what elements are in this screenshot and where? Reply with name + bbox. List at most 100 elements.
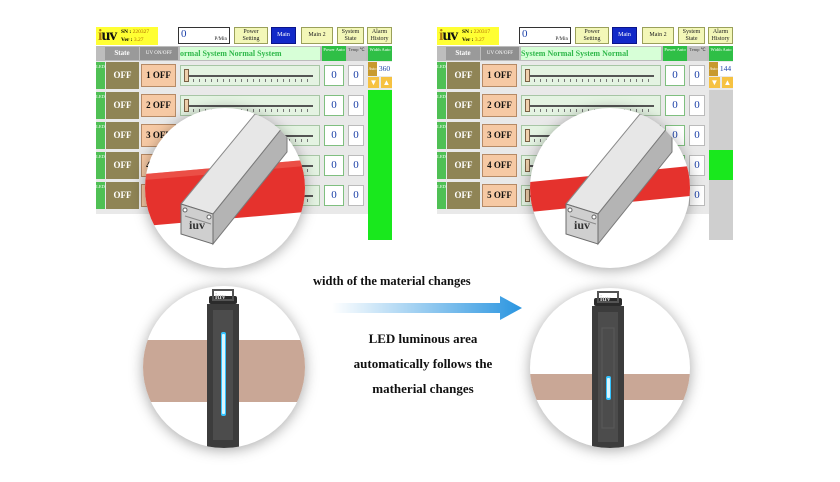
alarm-history-button[interactable]: Alarm History [708, 27, 733, 44]
power-slider[interactable] [521, 65, 661, 86]
slider-handle[interactable] [525, 189, 530, 202]
temp-value: 0 [348, 95, 364, 116]
uv-onoff-header: UV ON/OFF [481, 47, 519, 60]
width-arrows: ▼ ▲ [368, 77, 392, 88]
main2-button[interactable]: Main 2 [301, 27, 333, 44]
uv-toggle-button[interactable]: 3 OFF [482, 124, 517, 147]
ver-label: Ver : [462, 37, 474, 43]
width-up-arrow-icon[interactable]: ▲ [722, 77, 733, 88]
logo-box: iuv SN : 220317 Ver : 3.27 [437, 27, 499, 45]
power-setting-button[interactable]: Power Setting [234, 27, 268, 44]
power-setting-button[interactable]: Power Setting [575, 27, 609, 44]
temp-value: 0 [348, 125, 364, 146]
system-state-button[interactable]: System State [337, 27, 364, 44]
sn-label: SN : [121, 29, 132, 35]
uv-toggle-button[interactable]: 4 OFF [482, 154, 517, 177]
width-segment [709, 210, 733, 240]
width-down-arrow-icon[interactable]: ▼ [709, 77, 720, 88]
width-up-arrow-icon[interactable]: ▲ [381, 77, 392, 88]
caption-led-line2: automatically follows the [353, 356, 493, 371]
power-value: 0 [324, 185, 344, 206]
main-button[interactable]: Main [612, 27, 637, 44]
temp-value: 0 [689, 155, 705, 176]
power-value: 0 [324, 65, 344, 86]
led-side-label: LED [96, 62, 105, 89]
width-segment [709, 150, 733, 180]
slider-handle[interactable] [184, 69, 189, 82]
led-side-label: LED [437, 152, 446, 179]
power-value: 0 [324, 95, 344, 116]
width-down-arrow-icon[interactable]: ▼ [368, 77, 379, 88]
state-cell: OFF [106, 122, 139, 149]
width-segment [368, 150, 392, 180]
uv-toggle-button[interactable]: 1 OFF [482, 64, 517, 87]
state-cell: OFF [106, 92, 139, 119]
power-value: 0 [324, 155, 344, 176]
width-segment [368, 210, 392, 240]
main2-button[interactable]: Main 2 [642, 27, 674, 44]
slider-handle[interactable] [525, 69, 530, 82]
led-wide-illustration: iuv [143, 289, 305, 448]
alarm-history-button[interactable]: Alarm History [367, 27, 392, 44]
hmi-panel-left: iuv SN : 220327 Ver : 3.27 0 P/Min Power… [96, 26, 392, 240]
power-value: 0 [665, 65, 685, 86]
width-segment [368, 120, 392, 150]
led-side-label: LED [437, 182, 446, 209]
temp-value: 0 [689, 95, 705, 116]
lamp-logo-text: iuv [600, 294, 611, 303]
slider-handle[interactable] [184, 99, 189, 112]
temp-value: 0 [348, 65, 364, 86]
led-narrow-illustration: iuv [530, 291, 690, 448]
lamp-wide-illustration: iuv [145, 108, 305, 246]
uv-toggle-button[interactable]: 5 OFF [482, 184, 517, 207]
caption-led-line3: matherial changes [372, 381, 474, 396]
iuv-logo: iuv [98, 27, 117, 44]
width-value: 360 [377, 62, 392, 76]
temp-header: Temp ℃ [688, 46, 707, 61]
temp-value: 0 [348, 155, 364, 176]
led-side-label: LED [96, 152, 105, 179]
speed-unit: P/Min [555, 37, 568, 42]
power-slider[interactable] [180, 65, 320, 86]
width-auto-header: Width Auto [368, 46, 392, 61]
serial-info: SN : 220317 Ver : 3.27 [462, 28, 490, 44]
state-cell: OFF [106, 152, 139, 179]
uv-toggle-button[interactable]: 1 OFF [141, 64, 176, 87]
uv-toggle-button[interactable]: 2 OFF [141, 94, 176, 117]
lamp-narrow-illustration: iuv [530, 108, 690, 246]
state-header: State [105, 47, 139, 60]
led-side-label: LED [437, 92, 446, 119]
speed-display: 0 P/Min [519, 27, 571, 44]
caption-width-change: width of the material changes [313, 274, 471, 288]
state-cell: OFF [447, 92, 480, 119]
width-segment [709, 180, 733, 210]
lamp-logo-text: iuv [215, 292, 226, 301]
main-button[interactable]: Main [271, 27, 296, 44]
system-state-button[interactable]: System State [678, 27, 705, 44]
state-header: State [446, 47, 480, 60]
iuv-logo: iuv [439, 27, 458, 44]
lens-narrow-material: iuv [530, 108, 690, 268]
width-segment [709, 120, 733, 150]
temp-header: Temp ℃ [347, 46, 366, 61]
led-side-label: LED [437, 62, 446, 89]
uv-onoff-header: UV ON/OFF [140, 47, 178, 60]
led-side-label: LED [96, 182, 105, 209]
caption-led-line1: LED luminous area [368, 331, 478, 346]
slider-handle[interactable] [525, 129, 530, 142]
width-segment [709, 90, 733, 120]
power-value: 0 [324, 125, 344, 146]
slider-handle[interactable] [525, 159, 530, 172]
lamp-logo-text: iuv [574, 218, 590, 232]
width-auto-label[interactable]: Auto [709, 62, 718, 76]
status-marquee: System Normal System Normal [521, 47, 661, 60]
lens-wide-material: iuv [145, 108, 305, 268]
uv-toggle-button[interactable]: 2 OFF [482, 94, 517, 117]
width-auto-label[interactable]: Auto [368, 62, 377, 76]
table-header: State UV ON/OFF System Normal System Nor… [437, 46, 733, 61]
slider-handle[interactable] [525, 99, 530, 112]
state-cell: OFF [447, 182, 480, 209]
width-segment [368, 90, 392, 120]
temp-value: 0 [689, 65, 705, 86]
